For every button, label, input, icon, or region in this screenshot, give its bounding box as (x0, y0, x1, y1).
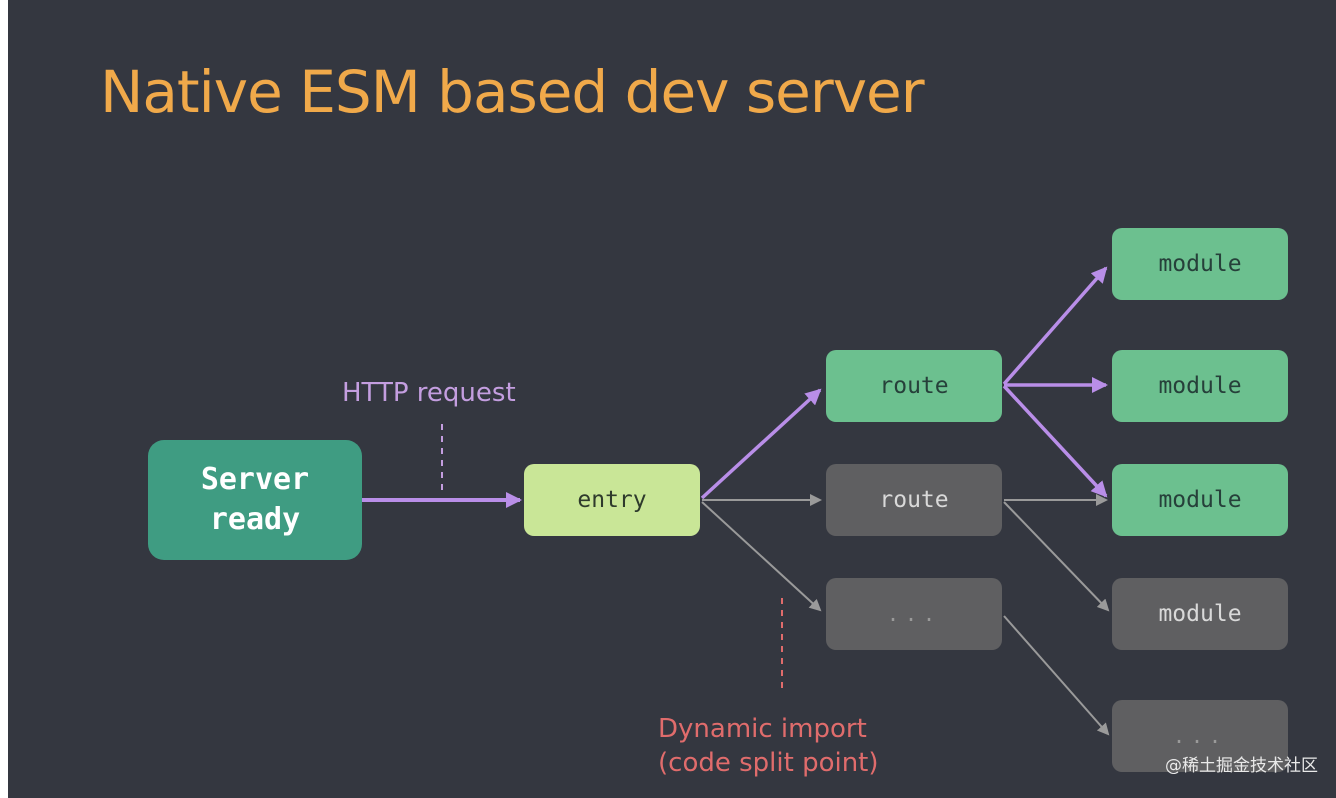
dynamic-import-line2: (code split point) (658, 748, 879, 778)
route-node-dots: ... (826, 578, 1002, 650)
edge-entry-route-dots (701, 501, 822, 612)
dynamic-import-label: Dynamic import (code split point) (658, 712, 879, 780)
route-node-active: route (826, 350, 1002, 422)
slide-title: Native ESM based dev server (100, 58, 925, 126)
http-request-label: HTTP request (342, 378, 516, 408)
edge-entry-route-active (700, 388, 822, 500)
module-node-2: module (1112, 350, 1288, 422)
server-ready-node: Server ready (148, 440, 362, 560)
dynamic-import-line1: Dynamic import (658, 714, 867, 744)
module-node-3: module (1112, 464, 1288, 536)
diagram-slide: Native ESM based dev server (8, 0, 1336, 798)
entry-node: entry (524, 464, 700, 536)
server-label-line2: ready (209, 502, 301, 537)
module-node-dots: ... (1112, 700, 1288, 772)
watermark: @稀土掘金技术社区 (1165, 756, 1318, 776)
module-node-4: module (1112, 578, 1288, 650)
module-node-1: module (1112, 228, 1288, 300)
route-node-inactive: route (826, 464, 1002, 536)
server-label-line1: Server (200, 462, 310, 497)
edges-layer (362, 266, 1110, 736)
edge-route-module-3 (1002, 384, 1108, 498)
edge-route-module-1 (1002, 266, 1108, 386)
edge-route2-module-4 (1003, 501, 1110, 612)
edge-dots-module-dots (1003, 615, 1110, 736)
